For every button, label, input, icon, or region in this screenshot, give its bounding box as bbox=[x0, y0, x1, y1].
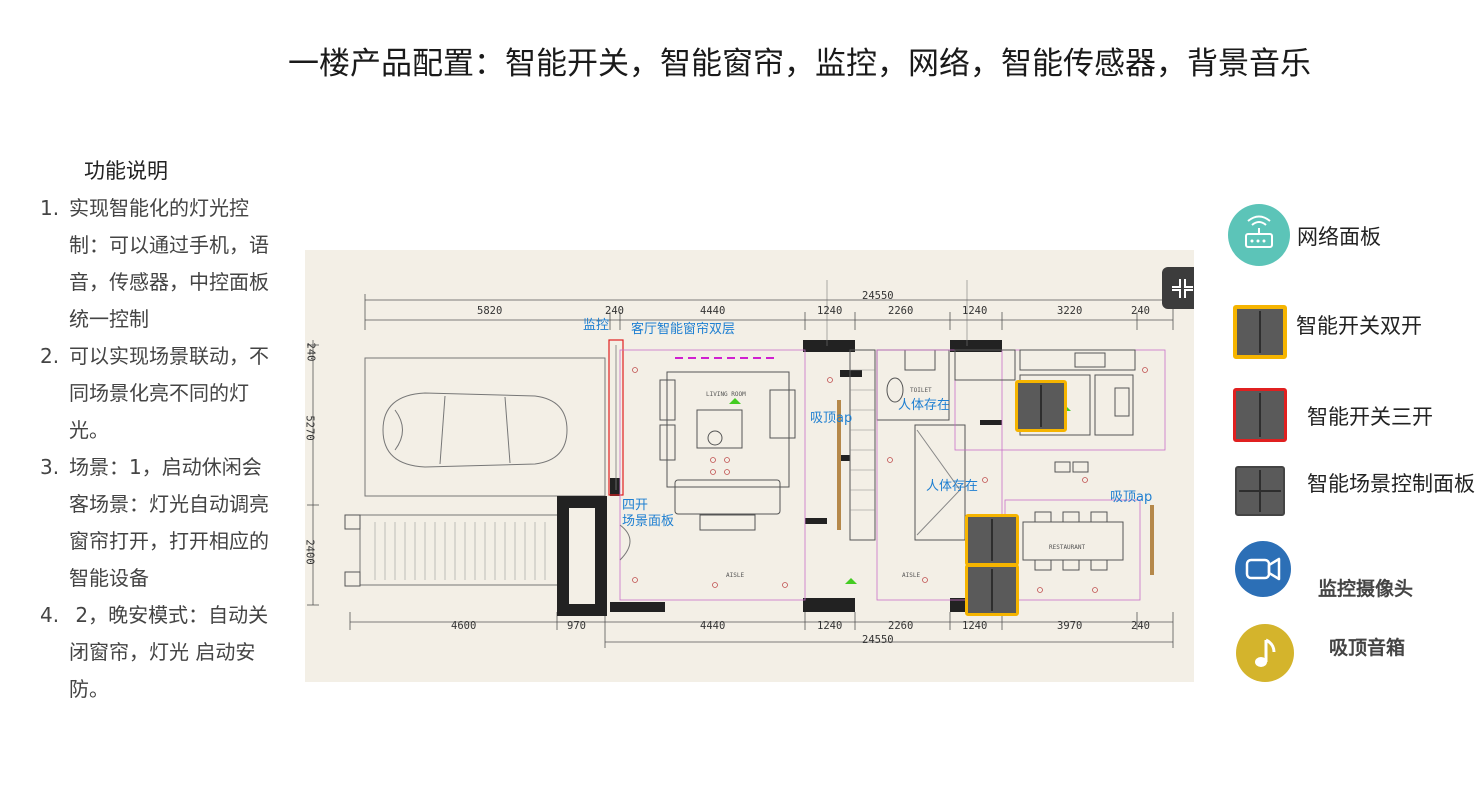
dim-top-7: 3220 bbox=[1057, 305, 1083, 317]
annotation-scene-panel-line1: 四开 bbox=[622, 498, 649, 513]
annotation-ap-2: 吸顶ap bbox=[1110, 490, 1153, 505]
legend-label-router: 网络面板 bbox=[1297, 225, 1381, 249]
room-label-aisle: AISLE bbox=[902, 572, 921, 579]
functions-list: 1. 实现智能化的灯光控制：可以通过手机，语音，传感器，中控面板统一控制 2. 可以… bbox=[40, 190, 280, 708]
annotation-ap-1: 吸顶ap bbox=[810, 411, 853, 426]
item-text: 可以实现场景联动，不同场景化亮不同的灯光。 bbox=[69, 344, 269, 442]
legend-label-scene-panel: 智能场景控制面板 bbox=[1307, 472, 1475, 496]
annotation-presence-1: 人体存在 bbox=[898, 398, 951, 413]
music-note-icon bbox=[1236, 624, 1294, 682]
double-switch-dining-1 bbox=[965, 514, 1019, 566]
router-icon bbox=[1228, 204, 1290, 266]
legend-label-camera: 监控摄像头 bbox=[1318, 578, 1414, 600]
dim-top-3: 4440 bbox=[700, 305, 726, 317]
annotation-scene-panel-line2: 场景面板 bbox=[622, 514, 675, 529]
room-label-restaurant: RESTAURANT bbox=[1049, 544, 1086, 551]
dim-bottom-1: 4600 bbox=[451, 620, 477, 632]
dim-left-1: 240 bbox=[305, 342, 317, 362]
collapse-icon bbox=[1184, 279, 1193, 288]
legend-label-triple-switch: 智能开关三开 bbox=[1307, 405, 1433, 429]
fullscreen-button[interactable] bbox=[1162, 267, 1194, 309]
dim-bottom-4: 1240 bbox=[817, 620, 843, 632]
annotation-presence-2: 人体存在 bbox=[926, 479, 979, 494]
function-item: 4. 2，晚安模式：自动关闭窗帘，灯光 启动安防。 bbox=[40, 597, 280, 708]
dim-bottom-total: 24550 bbox=[862, 634, 894, 646]
item-number: 2. bbox=[40, 344, 60, 368]
dim-top-total: 24550 bbox=[862, 290, 894, 302]
collapse-icon bbox=[1184, 289, 1193, 298]
collapse-icon bbox=[1172, 289, 1181, 298]
item-number: 3. bbox=[40, 455, 60, 479]
dim-top-2: 240 bbox=[605, 305, 624, 317]
double-switch-dining-2 bbox=[965, 564, 1019, 616]
double-switch-icon bbox=[1233, 305, 1287, 359]
dim-bottom-5: 2260 bbox=[888, 620, 914, 632]
function-item: 2. 可以实现场景联动，不同场景化亮不同的灯光。 bbox=[40, 338, 280, 449]
function-item: 1. 实现智能化的灯光控制：可以通过手机，语音，传感器，中控面板统一控制 bbox=[40, 190, 280, 338]
dim-bottom-6: 1240 bbox=[962, 620, 988, 632]
room-label-living: LIVING ROOM bbox=[706, 391, 746, 398]
floor-plan: 5820 240 4440 1240 2260 1240 3220 240 24… bbox=[305, 250, 1194, 682]
dim-bottom-3: 4440 bbox=[700, 620, 726, 632]
legend-label-speaker: 吸顶音箱 bbox=[1329, 637, 1406, 659]
legend-label-double-switch: 智能开关双开 bbox=[1296, 314, 1422, 338]
item-number: 1. bbox=[40, 196, 60, 220]
item-text: 实现智能化的灯光控制：可以通过手机，语音，传感器，中控面板统一控制 bbox=[69, 196, 269, 331]
page-title: 一楼产品配置：智能开关，智能窗帘，监控，网络，智能传感器，背景音乐 bbox=[288, 46, 1311, 82]
dim-bottom-8: 240 bbox=[1131, 620, 1150, 632]
annotation-monitor: 监控 bbox=[583, 318, 610, 333]
collapse-icon bbox=[1172, 279, 1181, 288]
scene-panel-icon bbox=[1235, 466, 1285, 516]
dim-top-4: 1240 bbox=[817, 305, 843, 317]
annotation-scene-panel: 四开 场景面板 bbox=[622, 498, 674, 530]
dim-top-8: 240 bbox=[1131, 305, 1150, 317]
dim-bottom-7: 3970 bbox=[1057, 620, 1083, 632]
function-item: 3. 场景：1，启动休闲会客场景：灯光自动调亮窗帘打开，打开相应的智能设备 bbox=[40, 449, 280, 597]
room-label-toilet: TOILET bbox=[910, 387, 932, 394]
camera-icon bbox=[1235, 541, 1291, 597]
functions-heading: 功能说明 bbox=[84, 159, 168, 183]
double-switch-kitchen bbox=[1015, 380, 1067, 432]
room-label-aisle: AISLE bbox=[726, 572, 745, 579]
item-text: 场景：1，启动休闲会客场景：灯光自动调亮窗帘打开，打开相应的智能设备 bbox=[69, 455, 269, 590]
dim-top-6: 1240 bbox=[962, 305, 988, 317]
triple-switch-icon bbox=[1233, 388, 1287, 442]
item-text: 2，晚安模式：自动关闭窗帘，灯光 启动安防。 bbox=[69, 603, 269, 701]
dim-left-3: 2400 bbox=[305, 539, 316, 565]
item-number: 4. bbox=[40, 603, 60, 627]
dim-top-1: 5820 bbox=[477, 305, 503, 317]
annotation-curtain: 客厅智能窗帘双层 bbox=[631, 322, 736, 337]
dim-top-5: 2260 bbox=[888, 305, 914, 317]
dim-bottom-2: 970 bbox=[567, 620, 586, 632]
dim-left-2: 5270 bbox=[305, 415, 316, 441]
